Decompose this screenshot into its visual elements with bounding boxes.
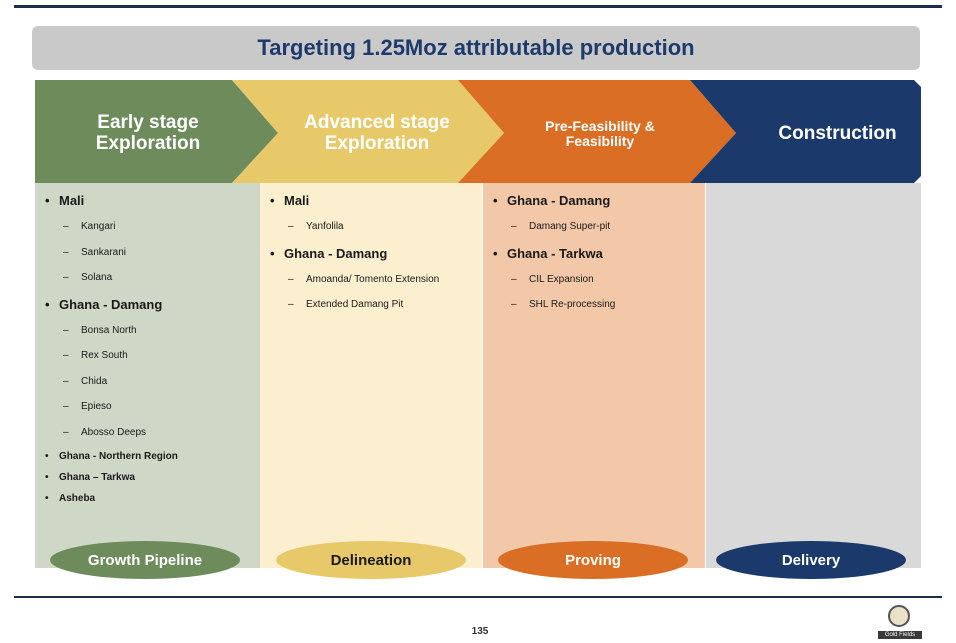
stage-label-advanced: Advanced stage Exploration [304, 112, 450, 154]
list-item-project: Extended Damang Pit [260, 298, 482, 312]
list-item-region: Ghana - Damang [483, 193, 705, 208]
list-item-project: Damang Super-pit [483, 220, 705, 234]
list-item-region: Ghana - Damang [260, 246, 482, 261]
stage-label-construction: Construction [778, 122, 897, 144]
column-early: MaliKangariSankaraniSolanaGhana - Damang… [35, 183, 260, 568]
list-item-region: Ghana - Damang [35, 297, 260, 312]
pill-growth-pipeline: Growth Pipeline [50, 541, 240, 579]
list-item-project: Abosso Deeps [35, 426, 260, 440]
list-item-region: Mali [35, 193, 260, 208]
list-item-project: Rex South [35, 349, 260, 363]
arrow-advanced [232, 80, 504, 183]
list-item-region: Asheba [35, 493, 260, 504]
arrow-feasibility [458, 80, 736, 183]
pill-delivery: Delivery [716, 541, 906, 579]
list-item-project: Chida [35, 375, 260, 389]
list-item-project: Bonsa North [35, 324, 260, 338]
list-item-project: Solana [35, 271, 260, 285]
list-item-project: Sankarani [35, 246, 260, 260]
gold-fields-logo: Gold Fields [878, 605, 922, 641]
list-item-region: Ghana – Tarkwa [35, 472, 260, 483]
list-item-project: Kangari [35, 220, 260, 234]
top-rule [14, 5, 942, 8]
stage-label-feasibility: Pre-Feasibility & Feasibility [545, 117, 655, 149]
stage-label-early: Early stage Exploration [95, 112, 201, 154]
pill-proving: Proving [498, 541, 688, 579]
list-item-region: Ghana - Northern Region [35, 451, 260, 462]
pill-delineation: Delineation [276, 541, 466, 579]
list-item-project: Amoanda/ Tomento Extension [260, 273, 482, 287]
banner-title: Targeting 1.25Moz attributable productio… [32, 26, 920, 70]
column-construction [706, 183, 921, 568]
column-feasibility: Ghana - DamangDamang Super-pitGhana - Ta… [483, 183, 705, 568]
list-item-project: CIL Expansion [483, 273, 705, 287]
crest-icon [888, 605, 910, 627]
column-advanced: MaliYanfolilaGhana - DamangAmoanda/ Tome… [260, 183, 482, 568]
list-item-project: Yanfolila [260, 220, 482, 234]
list-item-project: Epieso [35, 400, 260, 414]
arrow-early [35, 80, 278, 183]
list-item-region: Mali [260, 193, 482, 208]
arrow-construction [690, 80, 921, 183]
page-number: 135 [471, 626, 489, 637]
bottom-rule [14, 596, 942, 598]
logo-wordmark: Gold Fields [878, 631, 922, 639]
list-item-region: Ghana - Tarkwa [483, 246, 705, 261]
list-item-project: SHL Re-processing [483, 298, 705, 312]
